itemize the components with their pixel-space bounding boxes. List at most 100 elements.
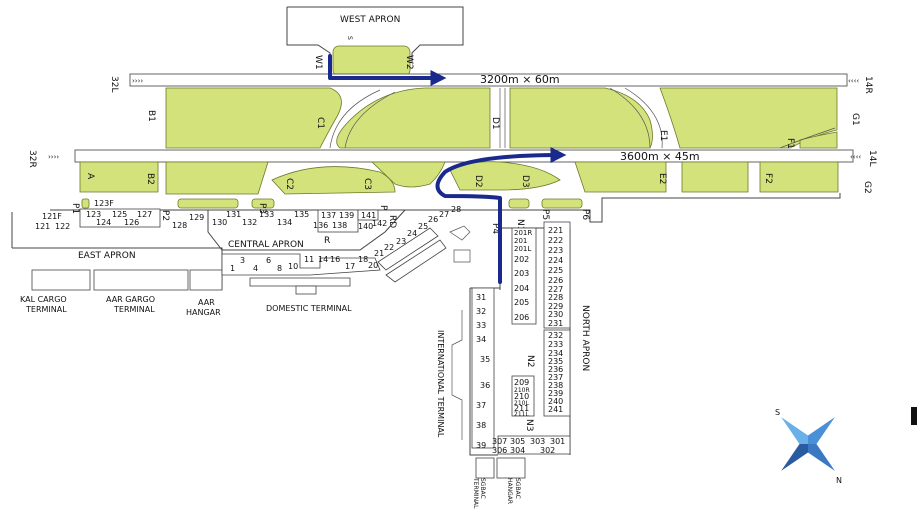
stand-26: 26 [428,215,438,224]
stand-211l: 211L [514,411,529,418]
stand-222: 222 [548,236,563,245]
runway-14l-label: 14L [867,150,877,166]
stand-226: 226 [548,276,563,285]
stand-37: 37 [476,401,486,410]
runway-32r-14l: 32R 14L ›››› ‹‹‹‹ 3600m × 45m [27,149,877,168]
stand-201: 201 [514,237,527,245]
stand-32: 32 [476,307,486,316]
stand-142: 142 [372,219,387,228]
stand-124: 124 [96,218,111,227]
stand-25: 25 [418,222,428,231]
taxiway-w1: W1 [313,55,323,70]
stand-203: 203 [514,269,529,278]
taxiway-d1: D1 [490,117,500,130]
stand-14: 14 [318,255,328,264]
stand-206: 206 [514,313,529,322]
stand-121: 121 [35,222,50,231]
aar-cargo-line2: TERMINAL [113,305,155,314]
stand-201l: 201L [514,245,531,253]
stand-27: 27 [439,210,449,219]
runway-north-dimension: 3200m × 60m [480,73,560,86]
sgbac-terminal-line2: TERMINAL [472,477,479,509]
taxiway-f1: F1 [785,138,795,149]
international-terminal: 31 32 33 34 35 36 37 38 39 INTERNATIONAL… [436,287,500,456]
stand-131: 131 [226,210,241,219]
aar-cargo-line1: AAR GARGO [106,295,155,304]
threshold-right-n: ‹‹‹‹ [848,77,859,85]
domestic-terminal: 1 3 4 6 8 10 11 14 16 17 18 20 DOMESTIC … [221,253,381,313]
stand-135: 135 [294,210,309,219]
stand-1: 1 [230,264,235,273]
stand-231: 231 [548,319,563,328]
taxiway-g1: G1 [850,113,860,126]
stand-201r: 201R [514,229,532,237]
taxiway-p: P [378,205,388,211]
taxiway-b1: B1 [146,110,156,122]
taxiway-f2: F2 [763,173,773,184]
stand-18: 18 [358,255,368,264]
stand-21: 21 [374,249,384,258]
stand-234: 234 [548,349,563,358]
north-apron: 201R 201 201L 202 203 204 205 206 221 22… [492,221,590,455]
stand-237: 237 [548,373,563,382]
west-apron-label: WEST APRON [340,15,400,25]
stand-230: 230 [548,310,563,319]
stand-122: 122 [55,222,70,231]
stand-235: 235 [548,357,563,366]
stand-307: 307 [492,437,507,446]
stand-210l: 210L [514,400,529,407]
west-apron-grass [332,45,411,77]
stand-304: 304 [510,446,525,455]
stand-39: 39 [476,441,486,450]
connecting-taxiways [329,87,836,149]
stand-233: 233 [548,340,563,349]
stand-134: 134 [277,218,292,227]
compass-n: N [836,476,842,485]
taxiway-w2: W2 [404,55,414,70]
taxiway-d2: D2 [473,175,483,188]
taxiway-labels: W1 W2 B1 C1 D1 E1 F1 G1 A B2 C2 C3 D2 D3… [85,55,872,194]
stand-3: 3 [240,256,245,265]
stand-130: 130 [212,218,227,227]
stand-132: 132 [242,218,257,227]
taxiway-p4: P4 [490,223,500,234]
aar-hangar-line1: AAR [198,298,215,307]
east-apron-label: EAST APRON [78,251,136,261]
taxiway-s-label: S [346,36,353,40]
stand-228: 228 [548,293,563,302]
runway-south-dimension: 3600m × 45m [620,150,700,163]
route-west [328,54,447,86]
taxiway-p5: P5 [540,209,550,220]
kal-cargo-line1: KAL CARGO [20,295,67,304]
stand-303: 303 [530,437,545,446]
sgbac-terminal-line1: SGBAC [479,478,486,499]
diagonal-pier: 21 22 23 24 25 26 27 28 [374,205,471,283]
taxiway-r: R [324,236,330,246]
taxiway-e2: E2 [657,173,667,184]
stand-22: 22 [384,243,394,252]
stand-210: 210 [514,392,529,401]
central-apron: 128 129 130 131 132 133 134 135 137 139 … [172,209,406,251]
stand-305: 305 [510,437,525,446]
taxiway-p2: P2 [160,210,170,221]
stand-232: 232 [548,331,563,340]
stand-240: 240 [548,397,563,406]
taxiway-p1: P1 [70,203,80,214]
stand-8: 8 [277,264,282,273]
stand-138: 138 [332,221,347,230]
stand-306: 306 [492,446,507,455]
east-apron: 123F 123 125 127 124 126 121F 121 122 EA… [11,199,223,290]
cargo-buildings: KAL CARGO TERMINAL AAR GARGO TERMINAL AA… [20,269,223,317]
stand-16: 16 [330,255,340,264]
stand-20: 20 [368,261,378,270]
stand-126: 126 [124,218,139,227]
stand-6: 6 [266,256,271,265]
kal-cargo-line2: TERMINAL [25,305,67,314]
stand-221: 221 [548,226,563,235]
stand-17: 17 [345,262,355,271]
stand-137: 137 [321,211,336,220]
stand-301: 301 [550,437,565,446]
stand-31: 31 [476,293,486,302]
domestic-terminal-label: DOMESTIC TERMINAL [266,304,352,313]
